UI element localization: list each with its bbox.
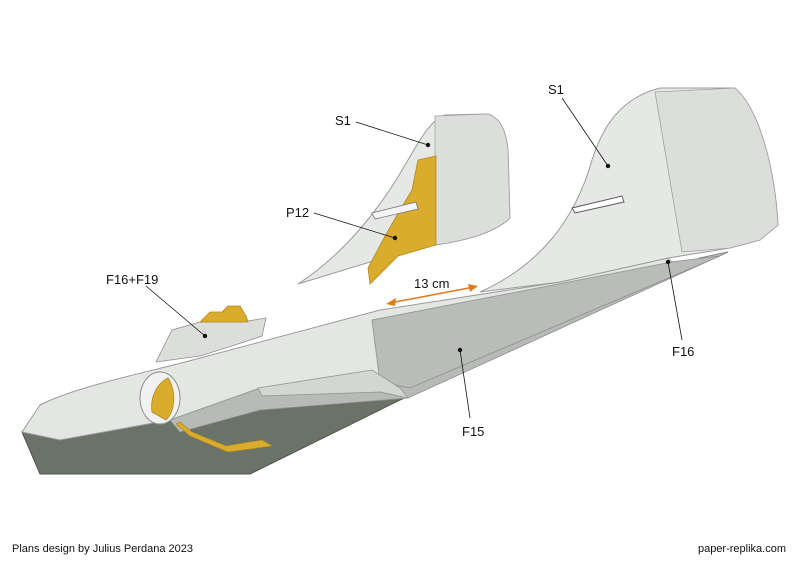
belly-tan-strip bbox=[175, 421, 274, 453]
right-fin-s1 bbox=[479, 87, 779, 293]
right-fin-rear-panel bbox=[654, 87, 779, 253]
leader-lines bbox=[145, 97, 683, 419]
right-fin-slot bbox=[571, 195, 625, 214]
label-s1-left: S1 bbox=[335, 113, 351, 128]
wing-root-fairing bbox=[257, 369, 410, 399]
left-fin-s1 bbox=[297, 113, 511, 285]
cockpit-canopy bbox=[155, 317, 267, 363]
dimension-arrow: 13 cm bbox=[386, 276, 478, 306]
label-f16-f19: F16+F19 bbox=[106, 272, 158, 287]
label-f15: F15 bbox=[462, 424, 484, 439]
fuselage bbox=[21, 251, 729, 475]
dimension-label: 13 cm bbox=[414, 276, 449, 291]
label-p12: P12 bbox=[286, 205, 309, 220]
fuselage-top-surface bbox=[21, 257, 674, 441]
label-f16: F16 bbox=[672, 344, 694, 359]
left-fin-slot-cover bbox=[371, 201, 419, 220]
intake-insert bbox=[151, 377, 175, 421]
f16-f19-part bbox=[199, 305, 249, 323]
footer-site: paper-replika.com bbox=[697, 543, 786, 555]
footer-credit: Plans design by Julius Perdana 2023 bbox=[12, 543, 194, 555]
label-s1-right: S1 bbox=[548, 82, 564, 97]
p12-part bbox=[367, 155, 437, 285]
left-fin-rear-panel bbox=[434, 113, 511, 246]
